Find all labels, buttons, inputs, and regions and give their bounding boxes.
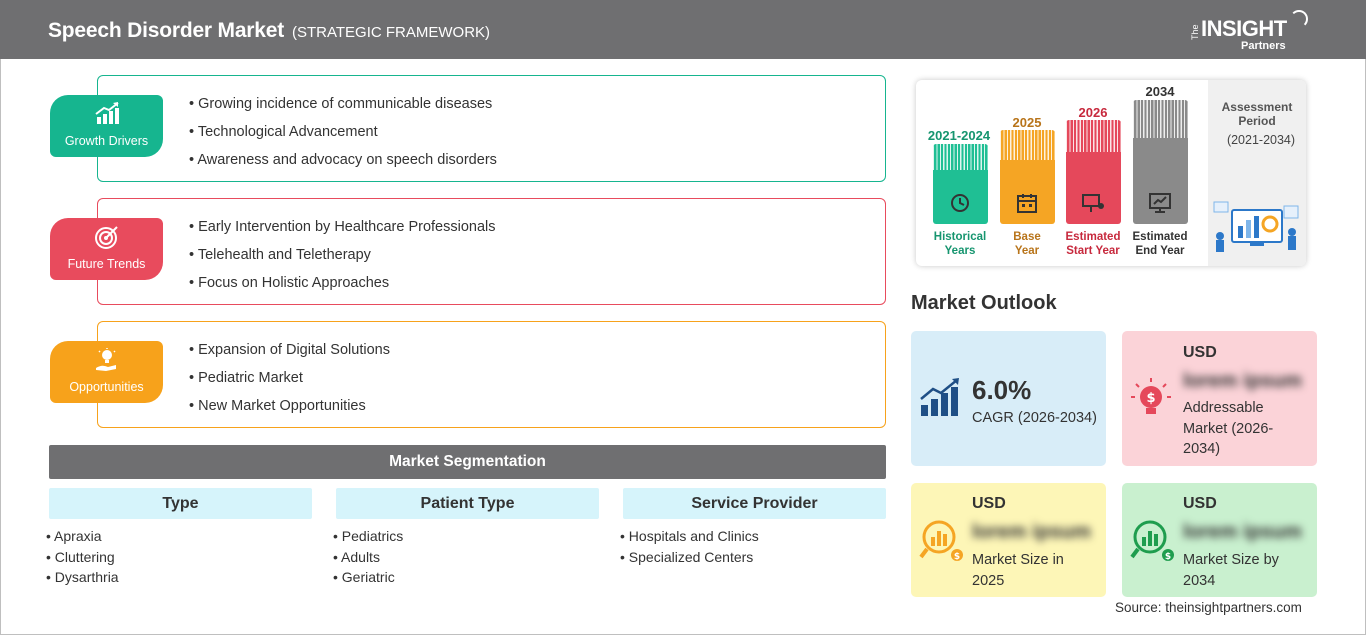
list-item: Growing incidence of communicable diseas… — [189, 94, 497, 122]
logo-insight: INSIGHT — [1201, 16, 1287, 41]
segmentation-title: Market Segmentation — [49, 445, 886, 479]
growth-chart-icon — [920, 378, 959, 416]
cagr-label: CAGR (2026-2034) — [972, 410, 1097, 426]
bar-growth-icon — [95, 102, 119, 124]
market-size-2025-card: USD lorem ipsum $ Market Size in 2025 — [911, 483, 1106, 597]
header-bar: Speech Disorder Market (STRATEGIC FRAMEW… — [0, 0, 1366, 59]
list-item: Awareness and advocacy on speech disorde… — [189, 150, 497, 178]
timeline-bar-start — [1066, 120, 1121, 224]
assessment-label: Assessment Period — [1221, 100, 1293, 128]
list-item: Focus on Holistic Approaches — [189, 273, 496, 301]
list-item: Pediatric Market — [189, 368, 390, 396]
segment-patient-type: Patient Type Pediatrics Adults Geriatric — [336, 488, 599, 588]
timeline-label-line2: End Year — [1135, 245, 1185, 257]
list-item: Pediatrics — [333, 526, 599, 547]
cagr-card: 6.0% CAGR (2026-2034) — [911, 331, 1106, 466]
history-icon — [951, 194, 969, 212]
presentation-icon — [1082, 194, 1104, 212]
svg-text:$: $ — [1165, 552, 1171, 562]
currency-label: USD — [1183, 344, 1217, 361]
timeline-year: 2026 — [1078, 105, 1108, 120]
magnifier-chart-icon: $ — [919, 520, 963, 562]
blurred-value: lorem ipsum — [1183, 370, 1302, 392]
opportunities-tag: Opportunities — [50, 341, 163, 403]
segment-service-provider: Service Provider Hospitals and Clinics S… — [623, 488, 886, 567]
page-title: Speech Disorder Market — [48, 19, 285, 42]
lightbulb-hand-icon — [96, 348, 116, 371]
market-size-2034-card: USD lorem ipsum $ Market Size by 2034 — [1122, 483, 1317, 597]
currency-label: USD — [1183, 495, 1217, 512]
source-link[interactable]: Source: theinsightpartners.com — [1115, 600, 1302, 615]
timeline-label-line1: Estimated — [1132, 231, 1188, 243]
list-item: Geriatric — [333, 567, 599, 588]
page-subtitle: (STRATEGIC FRAMEWORK) — [292, 24, 491, 41]
future-trends-box: Early Intervention by Healthcare Profess… — [97, 198, 886, 305]
market-outlook-title: Market Outlook — [911, 292, 1057, 314]
size-2034-label: Market Size by 2034 — [1183, 552, 1279, 589]
timeline-label: Historical Years — [920, 230, 1000, 258]
tag-label: Future Trends — [67, 257, 146, 271]
size-2025-label: Market Size in 2025 — [972, 552, 1064, 589]
timeline-label-line1: Historical — [933, 231, 987, 243]
timeline-label-line2: Years — [944, 245, 976, 257]
analytics-illustration-icon — [1213, 201, 1299, 252]
lightbulb-dollar-icon: $ — [1131, 378, 1171, 414]
list-item: Apraxia — [46, 526, 312, 547]
timeline-label-line1: Estimated — [1065, 231, 1121, 243]
target-icon — [95, 226, 118, 249]
timeline-bar-historical — [933, 144, 988, 224]
list-item: Hospitals and Clinics — [620, 526, 886, 547]
insight-partners-logo[interactable]: The INSIGHT Partners — [1190, 10, 1320, 54]
growth-drivers-tag: Growth Drivers — [50, 95, 163, 157]
list-item: Dysarthria — [46, 567, 312, 588]
timeline-year: 2034 — [1145, 84, 1175, 99]
logo-arc-icon — [1290, 10, 1308, 28]
timeline-label-line2: Year — [1014, 245, 1040, 257]
logo-the: The — [1190, 24, 1200, 40]
timeline-bar-end — [1133, 100, 1188, 224]
blurred-value: lorem ipsum — [972, 521, 1091, 543]
growth-drivers-box: Growing incidence of communicable diseas… — [97, 75, 886, 182]
tag-label: Growth Drivers — [64, 134, 149, 148]
calendar-icon — [1017, 194, 1037, 213]
svg-text:$: $ — [954, 552, 960, 562]
list-item: New Market Opportunities — [189, 396, 390, 424]
timeline-label: Base Year — [987, 230, 1067, 258]
monitor-chart-icon — [1149, 193, 1171, 213]
list-item: Adults — [333, 547, 599, 568]
addressable-market-card: USD lorem ipsum $ Addressable Market (20… — [1122, 331, 1317, 466]
svg-text:$: $ — [1146, 391, 1155, 406]
logo-partners: Partners — [1241, 40, 1286, 52]
cagr-value: 6.0% — [972, 375, 1032, 405]
timeline-bar-base — [1000, 130, 1055, 224]
list-item: Early Intervention by Healthcare Profess… — [189, 217, 495, 245]
list-item: Technological Advancement — [189, 122, 497, 150]
segment-header: Patient Type — [336, 488, 599, 519]
timeline-label-line1: Base — [1013, 231, 1041, 243]
opportunities-box: Expansion of Digital Solutions Pediatric… — [97, 321, 886, 428]
list-item: Specialized Centers — [620, 547, 886, 568]
tag-label: Opportunities — [69, 380, 144, 394]
timeline-label: Estimated Start Year — [1053, 230, 1133, 258]
segment-header: Service Provider — [623, 488, 886, 519]
list-item: Cluttering — [46, 547, 312, 568]
list-item: Expansion of Digital Solutions — [189, 340, 390, 368]
segment-header: Type — [49, 488, 312, 519]
assessment-period: (2021-2034) — [1226, 133, 1296, 147]
timeline-label: Estimated End Year — [1120, 230, 1200, 258]
addressable-label: Addressable Market (2026-2034) — [1183, 400, 1274, 457]
magnifier-chart-icon: $ — [1130, 520, 1174, 562]
list-item: Telehealth and Teletherapy — [189, 245, 496, 273]
timeline-year: 2025 — [1012, 115, 1042, 130]
timeline-year: 2021-2024 — [927, 128, 991, 143]
timeline-label-line2: Start Year — [1066, 245, 1120, 257]
segment-type: Type Apraxia Cluttering Dysarthria — [49, 488, 312, 588]
currency-label: USD — [972, 495, 1006, 512]
blurred-value: lorem ipsum — [1183, 521, 1302, 543]
future-trends-tag: Future Trends — [50, 218, 163, 280]
